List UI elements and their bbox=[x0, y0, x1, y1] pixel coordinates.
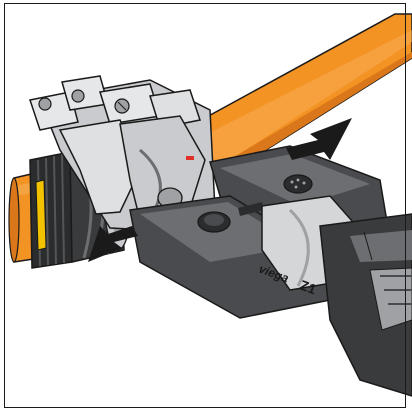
arrow-left-icon bbox=[286, 118, 352, 160]
model-mark: Z1 bbox=[298, 277, 319, 298]
arrow-right-icon bbox=[88, 226, 138, 262]
press-tool-body: viega Z1 bbox=[129, 145, 412, 397]
pressing-jaw bbox=[29, 75, 216, 231]
orange-pipe-upper bbox=[148, 13, 412, 169]
